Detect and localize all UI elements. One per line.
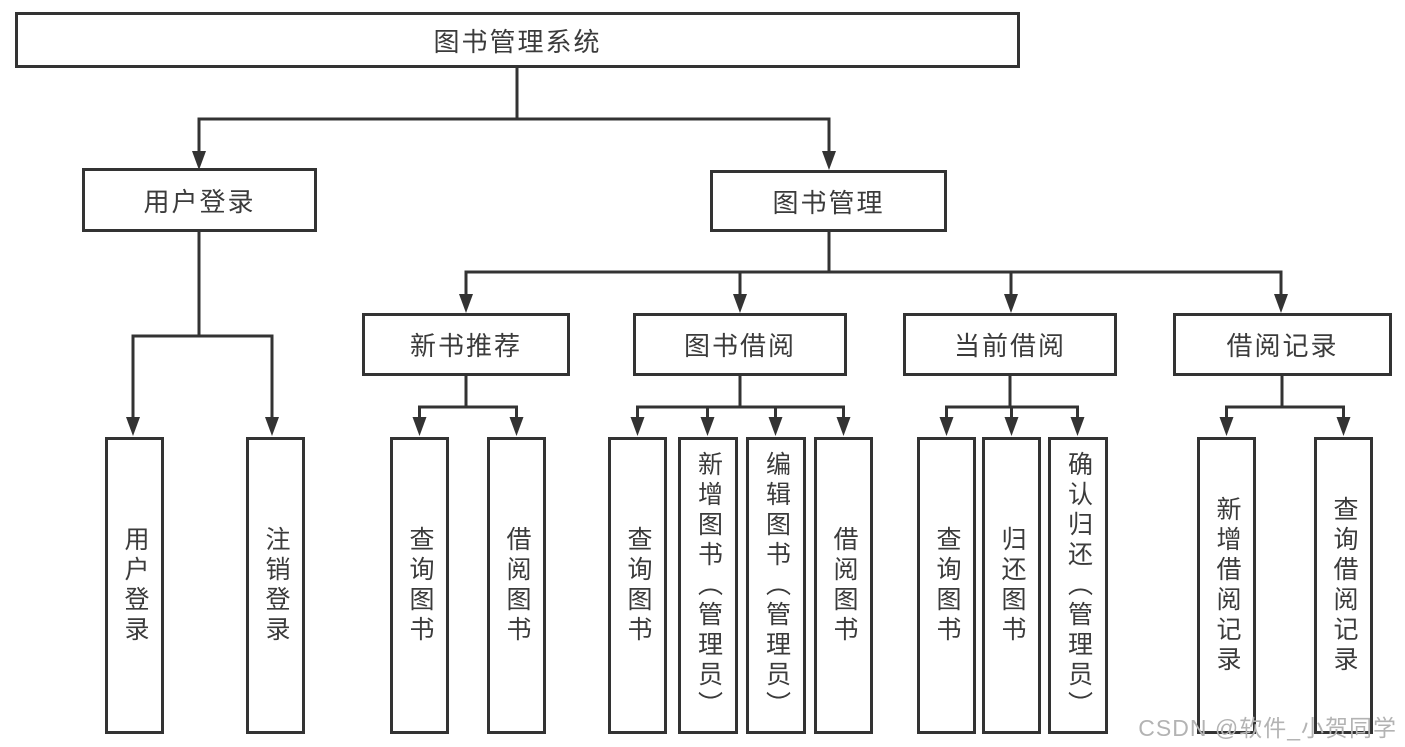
connector-root-to-level2 xyxy=(197,66,831,152)
node-borrow-records-label: 借阅记录 xyxy=(1226,331,1339,361)
leaf-add-borrow-record-label: 新增借阅记录 xyxy=(1213,495,1241,676)
arrowhead-down-icon xyxy=(1274,294,1288,313)
arrowhead-down-icon xyxy=(1070,417,1085,436)
node-current-borrow-label: 当前借阅 xyxy=(953,331,1066,361)
node-new-book-recommend: 新书推荐 xyxy=(362,313,570,376)
leaf-return-books: 归还图书 xyxy=(982,437,1041,734)
leaf-logout-label: 注销登录 xyxy=(262,525,290,646)
arrowhead-down-icon xyxy=(509,417,524,436)
node-new-book-recommend-label: 新书推荐 xyxy=(409,331,522,361)
node-borrow-records: 借阅记录 xyxy=(1173,313,1392,376)
node-user-login: 用户登录 xyxy=(82,168,317,232)
leaf-query-books-1-label: 查询图书 xyxy=(406,525,434,646)
connector-borrow-records-to-leaves xyxy=(1225,374,1345,418)
leaf-user-login: 用户登录 xyxy=(105,437,164,734)
node-library-system: 图书管理系统 xyxy=(15,12,1020,68)
node-book-management-label: 图书管理 xyxy=(772,187,885,218)
leaf-borrow-books-2: 借阅图书 xyxy=(814,437,873,734)
arrowhead-down-icon xyxy=(733,294,747,313)
leaf-add-books-admin-label: 新增图书（管理员） xyxy=(694,450,723,721)
leaf-add-borrow-record: 新增借阅记录 xyxy=(1197,437,1256,734)
leaf-return-books-label: 归还图书 xyxy=(998,525,1026,646)
leaf-query-books-3: 查询图书 xyxy=(917,437,976,734)
arrowhead-down-icon xyxy=(1336,417,1351,436)
arrowhead-down-icon xyxy=(939,417,954,436)
arrowhead-down-icon xyxy=(1219,417,1234,436)
leaf-borrow-books-1-label: 借阅图书 xyxy=(503,525,531,646)
connector-current-borrow-to-leaves xyxy=(945,374,1079,418)
arrowhead-down-icon xyxy=(192,151,206,170)
node-book-borrow-label: 图书借阅 xyxy=(683,331,796,361)
node-library-system-label: 图书管理系统 xyxy=(433,26,602,57)
leaf-confirm-return-admin-label: 确认归还（管理员） xyxy=(1064,450,1093,721)
leaf-borrow-books-2-label: 借阅图书 xyxy=(830,525,858,646)
leaf-query-books-2: 查询图书 xyxy=(608,437,667,734)
leaf-query-borrow-record: 查询借阅记录 xyxy=(1314,437,1373,734)
connector-book-borrow-to-leaves xyxy=(636,374,845,418)
node-book-management: 图书管理 xyxy=(710,170,947,232)
arrowhead-down-icon xyxy=(768,417,783,436)
arrowhead-down-icon xyxy=(126,417,140,436)
leaf-borrow-books-1: 借阅图书 xyxy=(487,437,546,734)
leaf-edit-books-admin-label: 编辑图书（管理员） xyxy=(762,450,791,721)
leaf-query-books-3-label: 查询图书 xyxy=(933,525,961,646)
arrowhead-down-icon xyxy=(1004,294,1018,313)
leaf-query-borrow-record-label: 查询借阅记录 xyxy=(1330,495,1358,676)
arrowhead-down-icon xyxy=(265,417,279,436)
arrowhead-down-icon xyxy=(412,417,427,436)
leaf-edit-books-admin: 编辑图书（管理员） xyxy=(746,437,806,734)
leaf-confirm-return-admin: 确认归还（管理员） xyxy=(1048,437,1108,734)
csdn-watermark: CSDN @软件_小贺同学 xyxy=(1138,715,1397,741)
connector-new-books-to-leaves xyxy=(418,374,518,418)
arrowhead-down-icon xyxy=(630,417,645,436)
arrowhead-down-icon xyxy=(1004,417,1019,436)
arrowhead-down-icon xyxy=(822,151,836,170)
node-book-borrow: 图书借阅 xyxy=(633,313,847,376)
connector-book-mgmt-to-level3 xyxy=(464,230,1283,295)
leaf-query-books-2-label: 查询图书 xyxy=(624,525,652,646)
leaf-logout: 注销登录 xyxy=(246,437,305,734)
node-user-login-label: 用户登录 xyxy=(143,186,256,217)
connector-user-login-to-leaves xyxy=(131,230,274,418)
leaf-query-books-1: 查询图书 xyxy=(390,437,449,734)
arrowhead-down-icon xyxy=(459,294,473,313)
node-current-borrow: 当前借阅 xyxy=(903,313,1117,376)
leaf-add-books-admin: 新增图书（管理员） xyxy=(678,437,738,734)
arrowhead-down-icon xyxy=(836,417,851,436)
arrowhead-down-icon xyxy=(700,417,715,436)
leaf-user-login-label: 用户登录 xyxy=(121,525,149,646)
